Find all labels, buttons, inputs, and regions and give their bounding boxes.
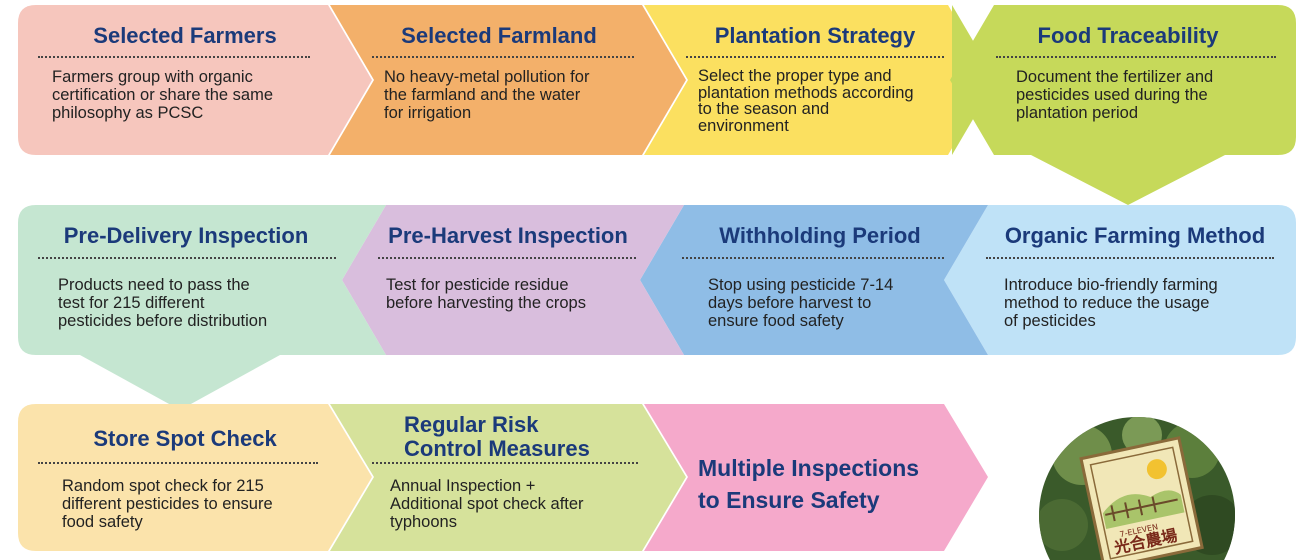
- body-line: Document the fertilizer and: [1016, 68, 1214, 86]
- body-line: Select the proper type and: [698, 67, 892, 85]
- final-result-text: Multiple Inspections to Ensure Safety: [698, 452, 958, 516]
- step-body: Stop using pesticide 7-14 days before ha…: [708, 276, 948, 330]
- body-line: Test for pesticide residue: [386, 276, 569, 294]
- body-line: pesticides before distribution: [58, 312, 268, 330]
- body-line: typhoons: [390, 513, 457, 531]
- body-line: philosophy as PCSC: [52, 104, 204, 122]
- body-line: Introduce bio-friendly farming: [1004, 276, 1218, 294]
- body-line: method to reduce the usage: [1004, 294, 1210, 312]
- body-line: Products need to pass the: [58, 276, 250, 294]
- divider: [38, 257, 336, 259]
- body-line: plantation methods according: [698, 83, 914, 102]
- final-line: to Ensure Safety: [698, 487, 880, 513]
- step-title: Organic Farming Method: [1004, 223, 1266, 248]
- step-body: Annual Inspection + Additional spot chec…: [390, 477, 650, 531]
- step-store-spot-check-shape: [18, 404, 372, 551]
- divider: [686, 56, 944, 58]
- divider: [38, 56, 310, 58]
- step-title: Plantation Strategy: [714, 23, 916, 48]
- step-regular-risk-shape: [330, 404, 686, 551]
- step-selected-farmland-shape: [330, 5, 686, 155]
- body-line: Annual Inspection +: [390, 477, 536, 495]
- step-title: Regular Risk Control Measures: [404, 413, 644, 461]
- title-line: Control Measures: [404, 436, 590, 461]
- body-line: plantation period: [1016, 104, 1139, 122]
- step-title: Pre-Harvest Inspection: [388, 223, 628, 248]
- step-title: Withholding Period: [719, 223, 921, 248]
- farm-logo-photo: 7-ELEVEN 光合農場: [1039, 417, 1235, 560]
- body-line: the farmland and the water: [384, 86, 581, 104]
- step-selected-farmers-shape: [18, 5, 372, 155]
- step-title: Pre-Delivery Inspection: [63, 223, 309, 248]
- step-pre-harvest-shape: [342, 205, 684, 355]
- final-line: Multiple Inspections: [698, 455, 920, 481]
- step-food-traceability-shape: [950, 5, 1296, 205]
- body-line: No heavy-metal pollution for: [384, 68, 590, 86]
- final-result-shape: [644, 404, 988, 551]
- body-line: certification or share the same: [52, 86, 274, 104]
- title-line: Regular Risk: [404, 412, 539, 437]
- body-line: Additional spot check after: [390, 495, 584, 513]
- body-line: before harvesting the crops: [386, 294, 586, 312]
- step-title: Food Traceability: [1037, 23, 1219, 48]
- step-plantation-strategy-shape: [644, 5, 992, 155]
- body-line: Random spot check for 215: [62, 477, 264, 495]
- step-body: Random spot check for 215 different pest…: [62, 477, 332, 531]
- divider: [372, 56, 634, 58]
- step-body: Introduce bio-friendly farming method to…: [1004, 276, 1274, 330]
- body-line: Farmers group with organic: [52, 68, 253, 86]
- body-line: for irrigation: [384, 104, 472, 122]
- step-body: Products need to pass the test for 215 d…: [58, 276, 348, 330]
- divider: [986, 257, 1274, 259]
- step-body: Test for pesticide residue before harves…: [386, 276, 636, 312]
- step-title: Selected Farmland: [401, 23, 597, 48]
- body-line: food safety: [62, 513, 143, 531]
- step-organic-farming-shape: [944, 205, 1296, 355]
- divider: [682, 257, 944, 259]
- step-withholding-period-shape: [640, 205, 988, 355]
- body-line: of pesticides: [1004, 312, 1096, 330]
- body-line: pesticides used during the: [1016, 86, 1208, 104]
- body-line: environment: [698, 116, 789, 135]
- step-title: Selected Farmers: [93, 23, 277, 48]
- body-line: to the season and: [698, 100, 830, 118]
- step-body: Farmers group with organic certification…: [52, 68, 342, 122]
- divider: [996, 56, 1276, 58]
- step-body: Select the proper type and plantation me…: [698, 68, 953, 134]
- step-title: Store Spot Check: [93, 426, 277, 451]
- divider: [38, 462, 318, 464]
- step-body: No heavy-metal pollution for the farmlan…: [384, 68, 654, 122]
- body-line: days before harvest to: [708, 294, 872, 312]
- step-pre-delivery-shape: [18, 205, 386, 410]
- divider: [378, 257, 636, 259]
- body-line: test for 215 different: [58, 294, 205, 312]
- body-line: Stop using pesticide 7-14: [708, 276, 894, 294]
- step-body: Document the fertilizer and pesticides u…: [1016, 68, 1276, 122]
- body-line: different pesticides to ensure: [62, 495, 273, 513]
- divider: [372, 462, 638, 464]
- body-line: ensure food safety: [708, 312, 844, 330]
